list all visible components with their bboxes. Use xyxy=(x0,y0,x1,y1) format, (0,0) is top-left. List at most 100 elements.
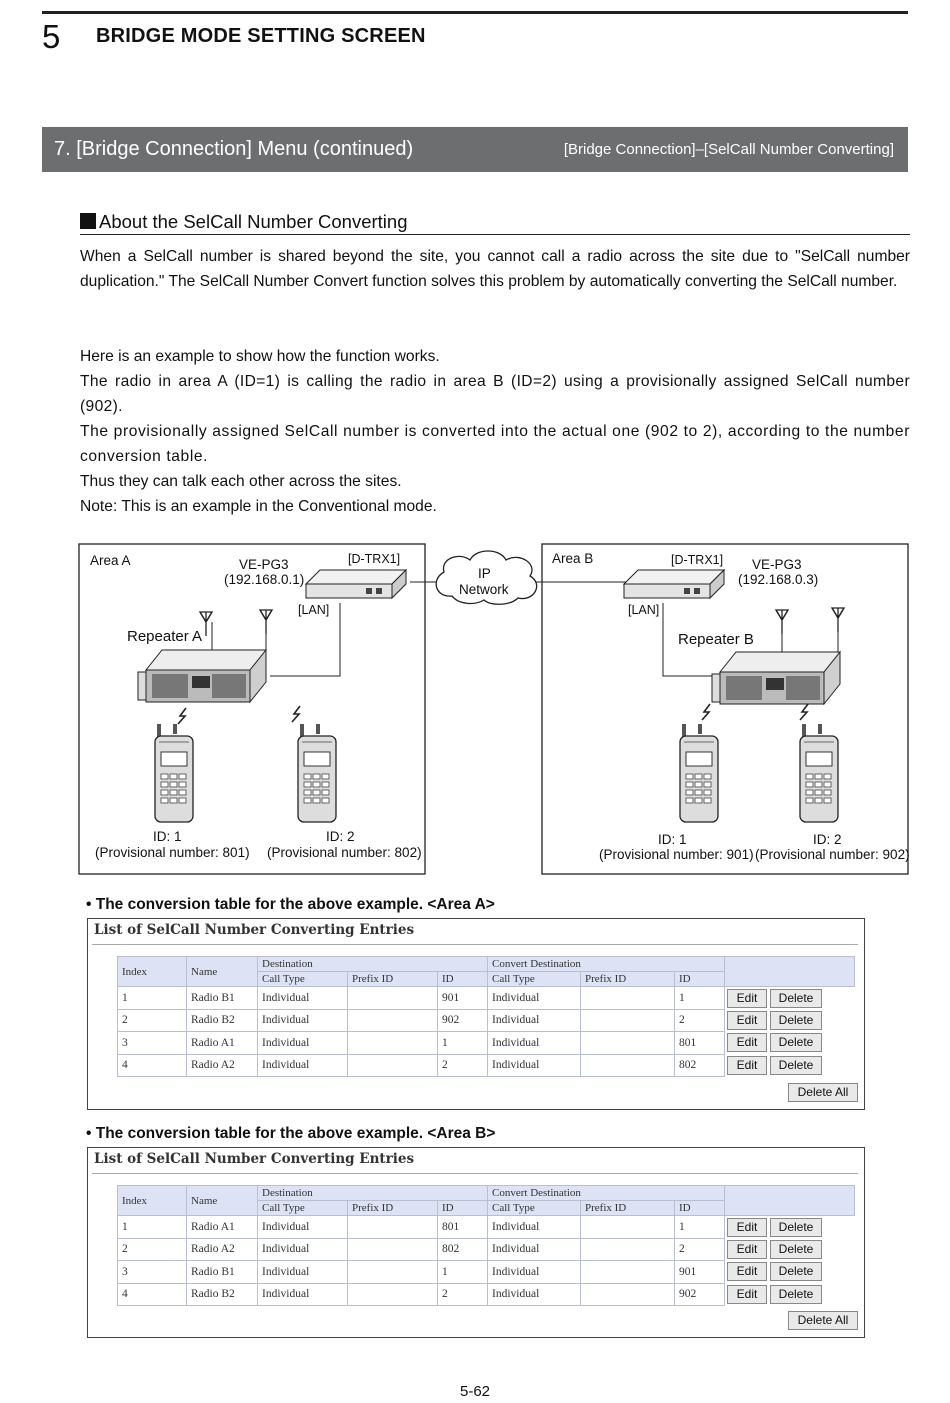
area-b-lan: [LAN] xyxy=(628,603,660,617)
area-b-radio1-prov: (Provisional number: 901) xyxy=(599,847,754,862)
cell-prefix-id xyxy=(347,1053,438,1077)
cell-id: 1 xyxy=(437,1260,488,1284)
cell-call-type: Individual xyxy=(257,1215,348,1239)
edit-button[interactable]: Edit xyxy=(727,988,767,1008)
col-name: Name xyxy=(186,956,258,987)
edit-button[interactable]: Edit xyxy=(727,1284,767,1304)
delete-button[interactable]: Delete xyxy=(770,1262,822,1282)
cell-conv-id: 901 xyxy=(674,1260,725,1284)
cell-name: Radio B1 xyxy=(186,986,258,1010)
cell-call-type: Individual xyxy=(257,1260,348,1284)
col-call-type: Call Type xyxy=(257,971,348,987)
section-heading: About the SelCall Number Converting xyxy=(80,211,910,235)
cell-index: 1 xyxy=(117,1215,187,1239)
area-b-gateway-ip: (192.168.0.3) xyxy=(738,572,819,587)
cell-conv-call-type: Individual xyxy=(487,1237,581,1261)
edit-button[interactable]: Edit xyxy=(727,1010,767,1030)
cell-conv-prefix-id xyxy=(580,1031,675,1055)
cell-prefix-id xyxy=(347,1031,438,1055)
cell-prefix-id xyxy=(347,1237,438,1261)
col-convert-destination: Convert Destination xyxy=(487,956,725,972)
cell-prefix-id xyxy=(347,1282,438,1306)
table-a-title-rule xyxy=(92,944,858,945)
cell-conv-id: 801 xyxy=(674,1031,725,1055)
cell-id: 801 xyxy=(437,1215,488,1239)
edit-button[interactable]: Edit xyxy=(727,1262,767,1282)
cell-id: 802 xyxy=(437,1237,488,1261)
table-b-panel: List of SelCall Number Converting Entrie… xyxy=(87,1147,865,1338)
cell-index: 3 xyxy=(117,1031,187,1055)
area-b-radio2-id: ID: 2 xyxy=(813,832,842,847)
area-b-gateway: VE-PG3 xyxy=(752,557,802,572)
diagram-drawing xyxy=(78,543,909,875)
col-actions xyxy=(724,1185,855,1216)
network-line1: IP xyxy=(478,566,491,581)
delete-button[interactable]: Delete xyxy=(770,1239,822,1259)
cell-conv-call-type: Individual xyxy=(487,1215,581,1239)
cell-prefix-id xyxy=(347,1260,438,1284)
cell-index: 4 xyxy=(117,1282,187,1306)
cell-index: 3 xyxy=(117,1260,187,1284)
area-a-gateway-ip: (192.168.0.1) xyxy=(224,572,305,587)
edit-button[interactable]: Edit xyxy=(727,1033,767,1053)
cell-conv-call-type: Individual xyxy=(487,1053,581,1077)
area-b-trx: [D-TRX1] xyxy=(671,553,724,567)
col-conv-call-type: Call Type xyxy=(487,1200,581,1216)
example-line-1: Here is an example to show how the funct… xyxy=(80,348,440,365)
header-rule xyxy=(42,11,908,14)
delete-button[interactable]: Delete xyxy=(770,1284,822,1304)
cell-conv-id: 1 xyxy=(674,986,725,1010)
cell-name: Radio A1 xyxy=(186,1031,258,1055)
cell-call-type: Individual xyxy=(257,1282,348,1306)
edit-button[interactable]: Edit xyxy=(727,1055,767,1075)
col-conv-call-type: Call Type xyxy=(487,971,581,987)
delete-button[interactable]: Delete xyxy=(770,1055,822,1075)
banner-title: 7. [Bridge Connection] Menu (continued) xyxy=(54,138,414,160)
cell-name: Radio A2 xyxy=(186,1053,258,1077)
chapter-number: 5 xyxy=(42,18,61,55)
table-b-caption: • The conversion table for the above exa… xyxy=(86,1125,496,1142)
col-actions xyxy=(724,956,855,987)
cell-conv-call-type: Individual xyxy=(487,986,581,1010)
col-destination: Destination xyxy=(257,1185,488,1201)
example-line-3: The provisionally assigned SelCall numbe… xyxy=(80,423,910,465)
cell-conv-prefix-id xyxy=(580,986,675,1010)
cell-call-type: Individual xyxy=(257,986,348,1010)
network-diagram: Area A VE-PG3 (192.168.0.1) [D-TRX1] [LA… xyxy=(0,540,950,880)
table-b-delete-all-button[interactable]: Delete All xyxy=(788,1311,858,1330)
col-index: Index xyxy=(117,956,187,987)
cell-name: Radio B1 xyxy=(186,1260,258,1284)
table-a-caption: • The conversion table for the above exa… xyxy=(86,896,495,913)
cell-name: Radio A1 xyxy=(186,1215,258,1239)
edit-button[interactable]: Edit xyxy=(727,1239,767,1259)
cell-conv-id: 902 xyxy=(674,1282,725,1306)
delete-button[interactable]: Delete xyxy=(770,988,822,1008)
square-bullet-icon xyxy=(80,213,96,229)
col-call-type: Call Type xyxy=(257,1200,348,1216)
area-b-radio2-prov: (Provisional number: 902) xyxy=(755,847,910,862)
cell-conv-call-type: Individual xyxy=(487,1008,581,1032)
cell-conv-call-type: Individual xyxy=(487,1031,581,1055)
cell-conv-id: 2 xyxy=(674,1237,725,1261)
col-destination: Destination xyxy=(257,956,488,972)
table-b-title-rule xyxy=(92,1173,858,1174)
table-a-delete-all-button[interactable]: Delete All xyxy=(788,1083,858,1102)
delete-button[interactable]: Delete xyxy=(770,1033,822,1053)
edit-button[interactable]: Edit xyxy=(727,1217,767,1237)
delete-button[interactable]: Delete xyxy=(770,1010,822,1030)
table-a-panel: List of SelCall Number Converting Entrie… xyxy=(87,918,865,1110)
cell-prefix-id xyxy=(347,1215,438,1239)
area-b-label: Area B xyxy=(552,551,594,566)
cell-id: 2 xyxy=(437,1282,488,1306)
area-a-trx: [D-TRX1] xyxy=(348,552,401,566)
col-conv-prefix-id: Prefix ID xyxy=(580,971,675,987)
cell-prefix-id xyxy=(347,986,438,1010)
cell-name: Radio A2 xyxy=(186,1237,258,1261)
delete-button[interactable]: Delete xyxy=(770,1217,822,1237)
